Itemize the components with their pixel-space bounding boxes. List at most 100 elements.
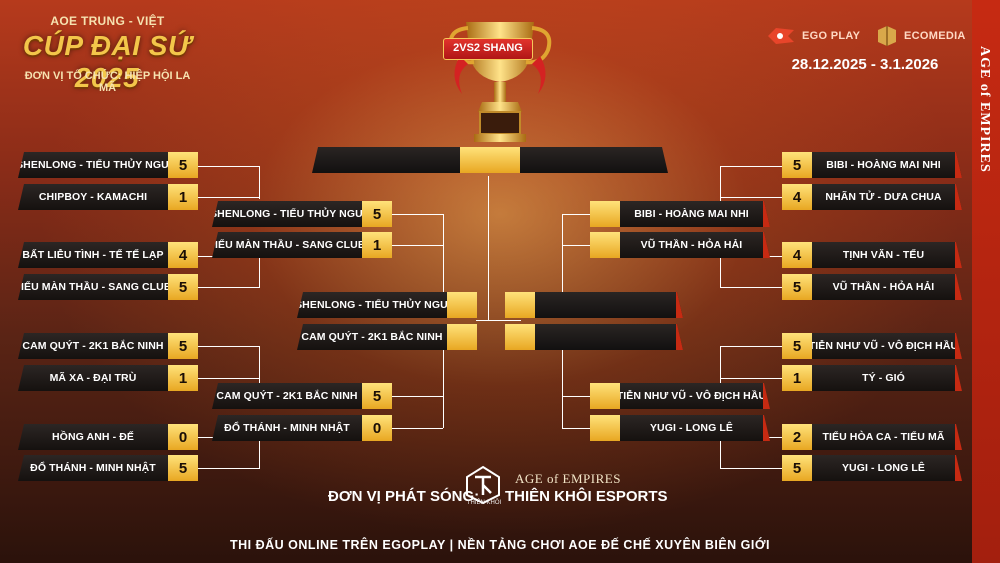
team-score: 1 — [362, 232, 392, 258]
team-name: TỊNH VĂN - TẾU — [842, 249, 925, 261]
ecomedia-icon — [878, 26, 896, 46]
footer-text: THI ĐẤU ONLINE TRÊN EGOPLAY | NỀN TẢNG C… — [230, 538, 770, 552]
team-name: BIBI - HOÀNG MAI NHI — [826, 159, 941, 171]
team-score: 5 — [782, 274, 812, 300]
team-score: 5 — [168, 455, 198, 481]
team-score: 5 — [168, 333, 198, 359]
connector — [562, 245, 592, 246]
team-name: ĐỔ THÁNH - MINH NHẬT — [30, 462, 156, 474]
connector — [720, 346, 782, 347]
side-banner: AGE of EMPIRES — [972, 0, 1000, 563]
team-name: BIBI - HOÀNG MAI NHI — [634, 208, 749, 220]
slot-accent — [763, 383, 770, 409]
left-r1-slot-5: CAM QUÝT - 2K1 BẮC NINH 5 — [18, 333, 198, 359]
organizer-text: ĐƠN VỊ TỔ CHỨC: HIỆP HỘI LA MÃ — [24, 70, 191, 94]
team-score: 4 — [782, 184, 812, 210]
team-score: 1 — [782, 365, 812, 391]
connector — [443, 214, 444, 305]
team-name: MÃ XA - ĐẠI TRÙ — [49, 372, 137, 384]
team-score: 4 — [168, 242, 198, 268]
slot-accent — [763, 201, 770, 227]
slot-accent — [763, 415, 770, 441]
connector — [720, 197, 782, 198]
connector — [720, 287, 782, 288]
team-name: CAM QUÝT - 2K1 BẮC NINH — [22, 340, 164, 352]
team-name: VŨ THẦN - HỎA HẢI — [640, 239, 743, 251]
connector — [562, 214, 592, 215]
team-score — [590, 415, 620, 441]
connector — [488, 176, 489, 320]
team-score — [590, 201, 620, 227]
slot-accent — [676, 324, 683, 350]
trophy-icon — [448, 22, 552, 142]
final-team-right — [520, 147, 668, 173]
connector — [197, 287, 259, 288]
aoe-logo-text: AGE of EMPIRES — [515, 471, 621, 486]
team-name: TÝ - GIÓ — [862, 372, 905, 384]
final-score-right — [490, 147, 520, 173]
team-score: 5 — [362, 201, 392, 227]
egoplay-label: EGO PLAY — [802, 30, 861, 42]
final-slot-right — [490, 147, 668, 173]
event-subtitle: AOE TRUNG - VIỆT — [50, 14, 165, 28]
right-r1-slot-4: 5 VŨ THẦN - HỎA HẢI — [782, 274, 962, 300]
right-r2-slot-3: TIỄN NHƯ VŨ - VÔ ĐỊCH HẦU — [590, 383, 770, 409]
team-score — [505, 324, 535, 350]
slot-accent — [955, 242, 962, 268]
team-name — [535, 292, 676, 318]
team-score: 0 — [168, 424, 198, 450]
right-r2-slot-1: BIBI - HOÀNG MAI NHI — [590, 201, 770, 227]
broadcast-label: ĐƠN VỊ PHÁT SÓNG: — [328, 488, 480, 505]
slot-accent — [955, 184, 962, 210]
connector — [562, 428, 592, 429]
final-slot-left — [312, 147, 490, 173]
team-score — [447, 292, 477, 318]
team-name — [535, 324, 676, 350]
connector — [391, 245, 443, 246]
connector — [197, 378, 259, 379]
team-score: 5 — [168, 152, 198, 178]
connector — [391, 214, 443, 215]
team-score: 0 — [362, 415, 392, 441]
slot-accent — [955, 274, 962, 300]
connector — [197, 197, 259, 198]
team-score — [447, 324, 477, 350]
team-name: SHENLONG - TIỂU THỦY NGƯ — [297, 299, 447, 311]
team-score — [590, 232, 620, 258]
left-r1-slot-3: BẤT LIỄU TÌNH - TẾ TẾ LẠP 4 — [18, 242, 198, 268]
slot-accent — [955, 152, 962, 178]
connector — [562, 214, 563, 305]
team-name: YUGI - LONG LÊ — [649, 422, 734, 434]
connector — [720, 468, 782, 469]
left-r1-slot-7: HỒNG ANH - ĐẾ 0 — [18, 424, 198, 450]
team-score: 5 — [168, 274, 198, 300]
team-score: 5 — [362, 383, 392, 409]
connector — [720, 428, 721, 469]
egoplay-icon — [768, 28, 794, 44]
team-name: HỒNG ANH - ĐẾ — [52, 431, 134, 443]
ecomedia-label: ECOMEDIA — [904, 30, 966, 42]
team-score: 5 — [782, 333, 812, 359]
connector — [259, 166, 260, 199]
team-name: VŨ THẦN - HỎA HẢI — [832, 281, 935, 293]
right-r3-slot-2 — [505, 324, 683, 350]
event-date: 28.12.2025 - 3.1.2026 — [791, 56, 939, 73]
team-name: TIỄN NHƯ VŨ - VÔ ĐỊCH HẦU — [812, 340, 955, 352]
thien-khoi-logo-icon — [466, 465, 500, 505]
team-name: ĐỔ THÁNH - MINH NHẬT — [224, 422, 350, 434]
team-name: SHENLONG - TIỂU THỦY NGƯ — [18, 159, 168, 171]
team-name: BẤT LIỄU TÌNH - TẾ TẾ LẠP — [22, 249, 164, 261]
side-banner-text: AGE of EMPIRES — [977, 46, 992, 173]
slot-accent — [763, 232, 770, 258]
team-name: CHIPBOY - KAMACHI — [38, 191, 148, 203]
connector — [720, 166, 721, 215]
team-name: CAM QUÝT - 2K1 BẮC NINH — [216, 390, 358, 402]
slot-accent — [955, 424, 962, 450]
final-score-left — [460, 147, 490, 173]
